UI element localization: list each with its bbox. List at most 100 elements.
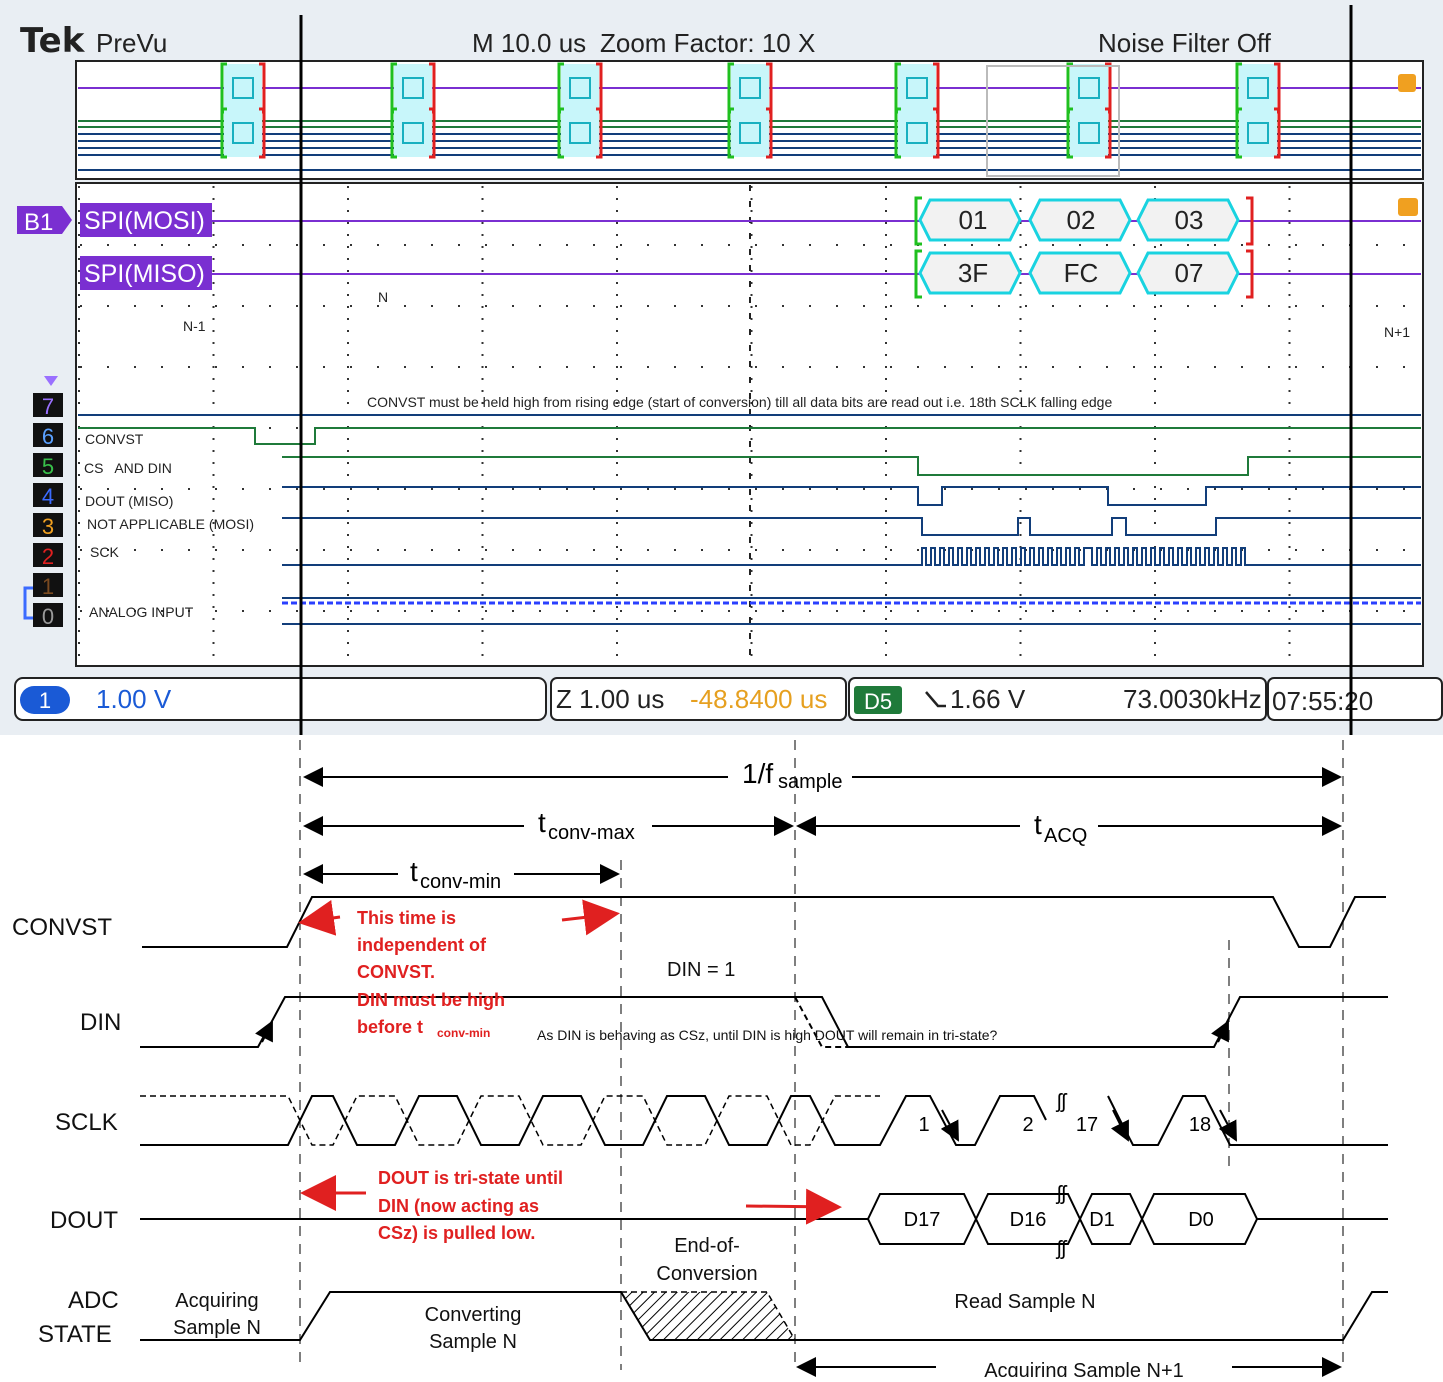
overview-packet-inner (906, 122, 928, 144)
sclk-dashed (140, 1095, 880, 1146)
dout-bit-d1: D1 (1089, 1209, 1115, 1231)
label-dout: DOUT (MISO) (85, 493, 173, 509)
overview-window (75, 60, 1424, 180)
label-analog-input: ANALOG INPUT (89, 604, 194, 620)
svg-text:0: 0 (42, 604, 54, 629)
sclk-num-2: 2 (1022, 1114, 1033, 1136)
miso-byte-2: FC (1064, 258, 1099, 288)
svg-text:DOUT is tri-state until: DOUT is tri-state until (378, 1168, 563, 1188)
red-annotation-2: DOUT is tri-state until DIN (now acting … (378, 1168, 563, 1243)
sig-label-sclk: SCLK (55, 1109, 118, 1136)
svg-text:CSz) is pulled low.: CSz) is pulled low. (378, 1223, 535, 1243)
overview-packet-start (557, 107, 564, 159)
red-arrow-left-1 (298, 900, 341, 936)
overview-packet-inner (569, 122, 591, 144)
mosi-byte-1-box (918, 198, 1022, 242)
acq-n1-arrow: Acquiring Sample N+1 (796, 1357, 1342, 1382)
timing-diagram: 1/f sample t conv-max t ACQ t conv-min C… (0, 735, 1443, 1382)
mosi-byte-2-box (1028, 198, 1132, 242)
tconv-max-sub: conv-max (548, 822, 635, 844)
svg-text:6: 6 (42, 424, 54, 449)
miso-byte-3: 07 (1175, 258, 1204, 288)
wave-sclk (140, 1095, 1388, 1146)
acquiring-n-line1: Acquiring (175, 1290, 258, 1312)
period-arrow: 1/f sample (303, 758, 1342, 793)
tconv-min-arrow: t conv-min (303, 856, 620, 893)
overview-packet (1070, 64, 1108, 112)
sig-label-convst: CONVST (12, 914, 112, 941)
bus-b1-tag: B1 (17, 206, 72, 236)
acquiring-n-line2: Sample N (173, 1317, 261, 1339)
red-arrow-right-2 (745, 1188, 842, 1225)
svg-text:t: t (538, 807, 546, 838)
overview-packet-inner (569, 77, 591, 99)
wave-convst (142, 896, 1386, 948)
sclk-fall-arrow-1 (940, 1109, 959, 1142)
din-eq-1: DIN = 1 (667, 959, 735, 981)
tconv-min-sub: conv-min (420, 871, 501, 893)
eoc-hatched-region (619, 1291, 797, 1341)
overview-packet (224, 109, 262, 157)
mosi-byte-2: 02 (1067, 205, 1096, 235)
zoom-factor-label: Zoom Factor: 10 X (600, 28, 815, 58)
overview-packet-inner (1078, 77, 1100, 99)
overview-packet-end (259, 107, 266, 159)
overview-packet-end (596, 107, 603, 159)
tek-logo: Tek (20, 21, 86, 61)
spi-miso-label-box (80, 256, 212, 290)
svg-text:5: 5 (42, 454, 54, 479)
overview-packet-inner (1078, 122, 1100, 144)
overview-packet-inner (402, 122, 424, 144)
overview-packet-end (1274, 107, 1281, 159)
eoc-line1: End-of- (674, 1235, 740, 1257)
overview-packet (561, 64, 599, 112)
dout-bit-d0: D0 (1188, 1209, 1214, 1231)
marker-n-plus-1: N+1 (1384, 324, 1410, 340)
overview-packet-inner (739, 122, 761, 144)
timing-svg: 1/f sample t conv-max t ACQ t conv-min C… (12, 740, 1388, 1382)
din-rise-arrow-2 (1211, 1020, 1229, 1043)
spi-mosi-label: SPI(MOSI) (84, 207, 205, 235)
overview-packet-inner (232, 122, 254, 144)
overview-packet-end (933, 107, 940, 159)
overview-packet (1239, 109, 1277, 157)
marker-n-minus-1: N-1 (183, 318, 206, 334)
trigger-frequency: 73.0030kHz (1123, 684, 1262, 714)
sig-label-dout: DOUT (50, 1207, 118, 1234)
trigger-marker-icon (1398, 198, 1418, 216)
noise-filter-label: Noise Filter Off (1098, 28, 1272, 58)
label-convst: CONVST (85, 431, 144, 447)
overview-packet-start (220, 107, 227, 159)
read-sample-n: Read Sample N (954, 1291, 1095, 1313)
overview-packet-start (1066, 107, 1073, 159)
prevu-label: PreVu (96, 28, 167, 58)
eoc-line2: Conversion (656, 1263, 757, 1285)
trigger-level: 1.66 V (950, 684, 1026, 714)
overview-packet (394, 109, 432, 157)
channel-tags: 7 6 5 4 3 2 1 0 (23, 376, 63, 629)
timebase-label: M 10.0 us (472, 28, 586, 58)
spi-mosi-label-box (80, 203, 212, 237)
overview-packet-end (1105, 107, 1112, 159)
sclk-fall-arrow-18 (1218, 1109, 1237, 1142)
overview-packet-start (390, 107, 397, 159)
sclk-fall-arrow-17 (1111, 1109, 1129, 1142)
tacq-sub: ACQ (1044, 825, 1087, 847)
svg-text:3: 3 (42, 514, 54, 539)
svg-text:conv-min: conv-min (437, 1026, 490, 1040)
ch1-volts: 1.00 V (96, 684, 172, 714)
svg-text:CONVST.: CONVST. (357, 962, 435, 982)
sclk-solid (140, 1095, 1047, 1146)
svg-text:7: 7 (42, 394, 54, 419)
overview-packet (898, 64, 936, 112)
red-arrow-right-1 (561, 899, 620, 936)
overview-packet (731, 64, 769, 112)
dout-bit-d17: D17 (904, 1209, 941, 1231)
mosi-byte-3-box (1136, 198, 1240, 242)
converting-n-line2: Sample N (429, 1331, 517, 1353)
svg-text:t: t (1034, 809, 1042, 840)
svg-text:B1: B1 (24, 209, 53, 236)
overview-packet-start (1235, 107, 1242, 159)
miso-byte-2-box (1028, 251, 1132, 295)
decoded-bytes: 01 02 03 3F FC 07 (914, 196, 1254, 299)
